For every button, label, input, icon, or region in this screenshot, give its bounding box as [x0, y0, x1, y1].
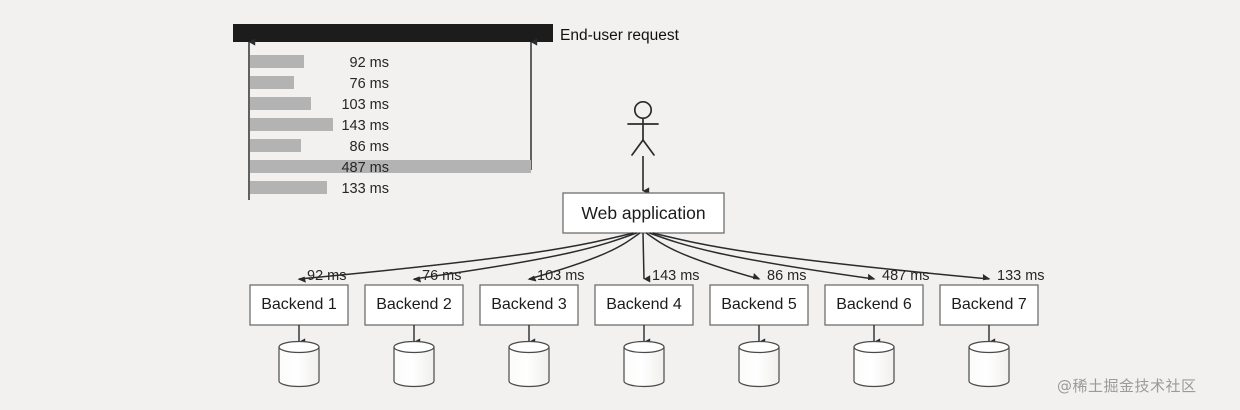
app-to-backend-arrow: [297, 232, 634, 283]
database-cylinder-icon: [853, 340, 895, 388]
watermark: @稀土掘金技术社区: [1057, 377, 1197, 395]
database-cylinder-icon: [278, 340, 320, 388]
app-to-backend-arrow: [652, 232, 991, 281]
backend-latency-label: 133 ms: [997, 268, 1045, 284]
latency-value-label: 133 ms: [341, 180, 389, 197]
latency-value-label: 86 ms: [349, 138, 390, 155]
backend-latency-label: 76 ms: [422, 268, 462, 284]
latency-bar: [250, 181, 327, 194]
backend-node-group: [249, 284, 1039, 388]
latency-bar: [250, 55, 304, 68]
backend-label: Backend 2: [376, 296, 452, 313]
backend-box[interactable]: [479, 284, 579, 326]
latency-value-label: 487 ms: [341, 159, 389, 176]
latency-bar: [250, 118, 333, 131]
web-application-label: Web application: [581, 202, 706, 223]
latency-value-label: 92 ms: [349, 54, 390, 71]
web-application-box[interactable]: [562, 192, 725, 234]
latency-bar: [250, 160, 531, 173]
backend-box[interactable]: [709, 284, 809, 326]
backend-label: Backend 6: [836, 296, 912, 313]
end-user-request-label: End-user request: [560, 27, 679, 44]
latency-bar: [250, 139, 301, 152]
latency-value-label: 76 ms: [349, 75, 390, 92]
database-cylinder-icon: [393, 340, 435, 388]
backend-latency-label: 103 ms: [537, 268, 585, 284]
app-to-backend-arrow: [642, 232, 651, 283]
end-user-request-bar: [233, 24, 553, 42]
app-to-backend-arrow: [527, 232, 641, 282]
backend-box[interactable]: [824, 284, 924, 326]
end-user-actor-icon: [627, 100, 659, 156]
backend-label: Backend 5: [721, 296, 797, 313]
database-cylinder-icon: [623, 340, 665, 388]
backend-label: Backend 3: [491, 296, 567, 313]
backend-latency-label: 86 ms: [767, 268, 807, 284]
backend-label: Backend 1: [261, 296, 337, 313]
backend-label: Backend 7: [951, 296, 1027, 313]
app-to-backend-arrow: [412, 232, 637, 283]
database-cylinder-icon: [968, 340, 1010, 388]
app-to-backend-arrow: [649, 232, 876, 280]
backend-latency-label: 487 ms: [882, 268, 930, 284]
latency-bar-group: [250, 55, 531, 194]
database-cylinder-icon: [508, 340, 550, 388]
app-to-backend-arrow: [645, 232, 761, 280]
latency-bar: [250, 97, 311, 110]
backend-box[interactable]: [364, 284, 464, 326]
backend-latency-label: 92 ms: [307, 268, 347, 284]
backend-latency-label: 143 ms: [652, 268, 700, 284]
latency-bar: [250, 76, 294, 89]
backend-box[interactable]: [249, 284, 349, 326]
latency-value-label: 143 ms: [341, 117, 389, 134]
latency-value-label: 103 ms: [341, 96, 389, 113]
database-cylinder-icon: [738, 340, 780, 388]
backend-label: Backend 4: [606, 296, 682, 313]
app-to-backends-arrows: [297, 232, 991, 283]
